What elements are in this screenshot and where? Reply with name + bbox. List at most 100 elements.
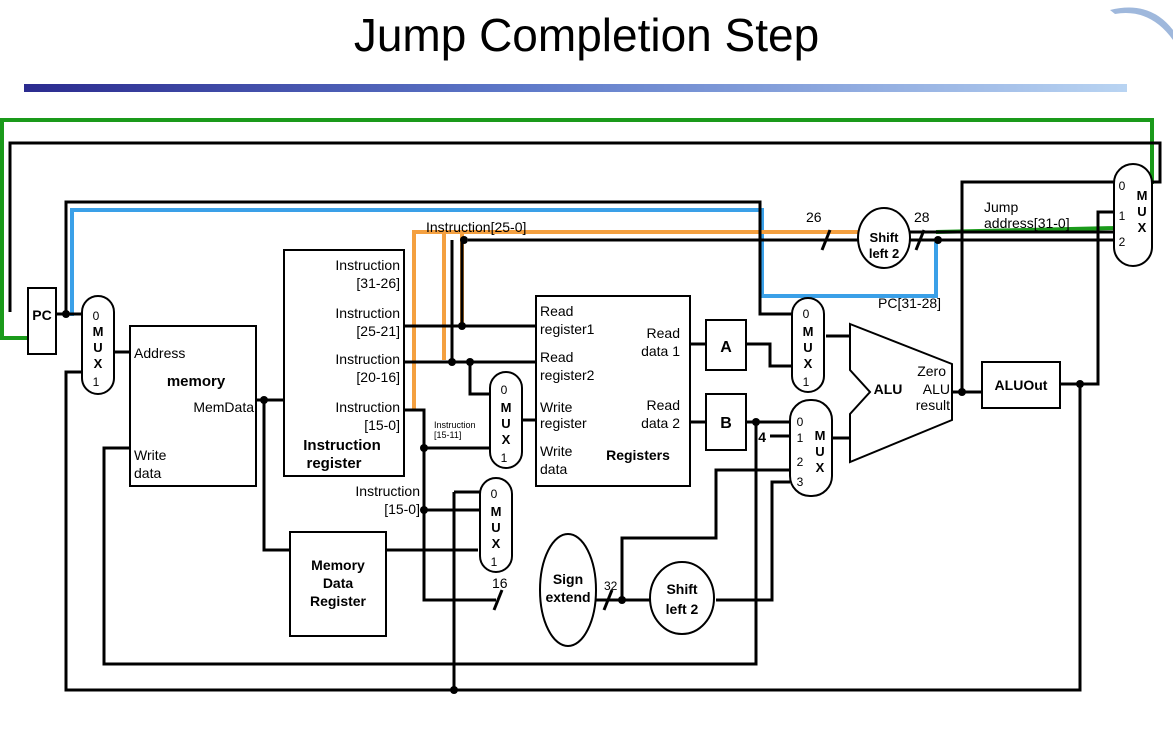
- svg-text:data: data: [134, 465, 161, 481]
- sign-extend-unit: Sign extend: [539, 533, 597, 647]
- svg-text:U: U: [803, 340, 812, 355]
- svg-text:MemData: MemData: [193, 399, 254, 415]
- svg-text:M: M: [815, 428, 826, 443]
- svg-text:1: 1: [501, 451, 508, 465]
- svg-text:ALU: ALU: [874, 381, 903, 397]
- svg-text:0: 0: [1119, 179, 1126, 193]
- svg-text:Write: Write: [134, 447, 167, 463]
- svg-text:left 2: left 2: [666, 601, 699, 617]
- blue-pc-high-bits-path: [70, 208, 938, 316]
- svg-text:X: X: [1138, 220, 1147, 235]
- instruction-15-0-label-1: Instruction: [355, 483, 420, 499]
- register-a: A: [705, 319, 747, 371]
- svg-text:Shift: Shift: [870, 230, 900, 245]
- svg-text:X: X: [804, 356, 813, 371]
- svg-text:Register: Register: [310, 593, 367, 609]
- page-title: Jump Completion Step: [353, 9, 820, 61]
- svg-text:M: M: [1137, 188, 1148, 203]
- constant-4-label: 4: [758, 429, 766, 445]
- svg-text:2: 2: [797, 455, 804, 469]
- svg-text:Memory: Memory: [311, 557, 365, 573]
- svg-text:2: 2: [1119, 235, 1126, 249]
- svg-text:U: U: [491, 520, 500, 535]
- svg-text:X: X: [492, 536, 501, 551]
- svg-text:1: 1: [93, 375, 100, 389]
- svg-text:Instruction: Instruction: [303, 437, 381, 454]
- svg-text:0: 0: [797, 415, 804, 429]
- svg-text:[15-0]: [15-0]: [364, 417, 400, 433]
- svg-text:left 2: left 2: [869, 246, 899, 261]
- svg-text:U: U: [1137, 204, 1146, 219]
- svg-text:register: register: [306, 455, 361, 472]
- svg-text:Read: Read: [540, 349, 573, 365]
- svg-text:Data: Data: [323, 575, 354, 591]
- memory-data-register: Memory Data Register: [289, 531, 387, 637]
- svg-text:Zero: Zero: [917, 363, 946, 379]
- svg-text:Instruction: Instruction: [335, 351, 400, 367]
- svg-text:Read: Read: [647, 397, 680, 413]
- svg-text:data 1: data 1: [641, 343, 680, 359]
- svg-text:register2: register2: [540, 367, 595, 383]
- svg-text:extend: extend: [545, 589, 590, 605]
- svg-text:Address: Address: [134, 345, 185, 361]
- svg-text:1: 1: [803, 375, 810, 389]
- svg-text:1: 1: [797, 431, 804, 445]
- title-underline-bar: [24, 84, 1127, 92]
- svg-text:Instruction: Instruction: [335, 305, 400, 321]
- svg-text:Instruction: Instruction: [335, 257, 400, 273]
- svg-text:data 2: data 2: [641, 415, 680, 431]
- shift-left-2-jump: Shift left 2: [857, 207, 911, 269]
- mux-address: 0 M U X 1: [81, 295, 115, 395]
- instruction-15-11-label-1: Instruction: [434, 420, 476, 430]
- svg-text:0: 0: [93, 309, 100, 323]
- svg-text:data: data: [540, 461, 567, 477]
- width-32-label: 32: [604, 579, 618, 593]
- bus-width-slashes: [492, 229, 926, 611]
- width-16-label: 16: [492, 575, 508, 591]
- svg-text:ALU: ALU: [923, 381, 950, 397]
- svg-text:Shift: Shift: [666, 581, 697, 597]
- svg-text:U: U: [93, 340, 102, 355]
- jump-address-label-2: address[31-0]: [984, 215, 1070, 231]
- svg-text:Write: Write: [540, 399, 573, 415]
- svg-text:result: result: [916, 397, 950, 413]
- mux-write-data: 0 M U X 1: [479, 477, 513, 573]
- memory-unit: Address memory MemData Write data: [129, 325, 257, 487]
- svg-text:B: B: [720, 415, 732, 432]
- instruction-register: Instruction [31-26] Instruction [25-21] …: [283, 249, 405, 477]
- shift-left-2-branch: Shift left 2: [649, 561, 715, 635]
- svg-text:X: X: [816, 460, 825, 475]
- svg-text:1: 1: [491, 555, 498, 569]
- svg-text:[25-21]: [25-21]: [356, 323, 400, 339]
- pc-register: PC: [27, 287, 57, 355]
- svg-text:M: M: [501, 400, 512, 415]
- svg-text:3: 3: [797, 475, 804, 489]
- mux-alu-src-b: 0 1 2 3 M U X: [789, 399, 833, 497]
- svg-text:Write: Write: [540, 443, 573, 459]
- svg-text:0: 0: [491, 487, 498, 501]
- wire-junctions: [62, 236, 1084, 694]
- svg-text:1: 1: [1119, 209, 1126, 223]
- svg-text:[31-26]: [31-26]: [356, 275, 400, 291]
- svg-text:M: M: [803, 324, 814, 339]
- svg-text:Instruction: Instruction: [335, 399, 400, 415]
- instruction-15-11-label-2: [15-11]: [434, 430, 461, 440]
- aluout-register: ALUOut: [981, 361, 1061, 409]
- mux-alu-src-a: 0 M U X 1: [791, 297, 825, 393]
- register-b: B: [705, 393, 747, 451]
- instruction-15-0-label-2: [15-0]: [384, 501, 420, 517]
- alu: ALU Zero ALU result: [849, 322, 953, 464]
- width-26-label: 26: [806, 209, 822, 225]
- svg-text:M: M: [93, 324, 104, 339]
- svg-text:X: X: [94, 356, 103, 371]
- svg-text:0: 0: [501, 383, 508, 397]
- svg-text:Read: Read: [647, 325, 680, 341]
- svg-text:0: 0: [803, 307, 810, 321]
- svg-text:Read: Read: [540, 303, 573, 319]
- register-file: Read register1 Read register2 Write regi…: [535, 295, 691, 487]
- wire-labels: Instruction[25-0] 26 28 Jump address[31-…: [355, 199, 1069, 593]
- svg-text:register: register: [540, 415, 587, 431]
- svg-text:register1: register1: [540, 321, 595, 337]
- svg-text:[20-16]: [20-16]: [356, 369, 400, 385]
